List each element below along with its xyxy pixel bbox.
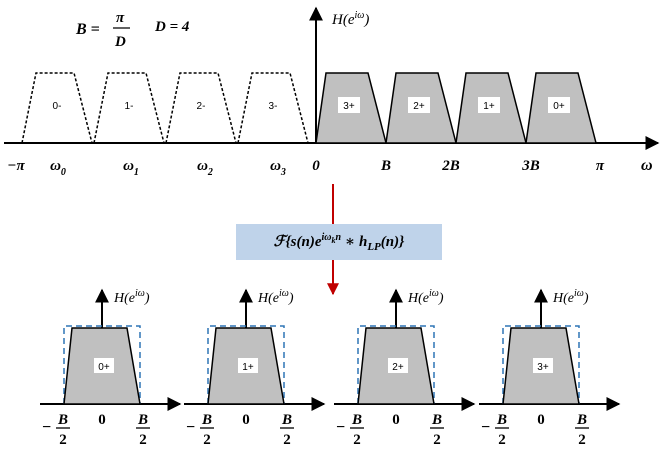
param-b-denominator: D: [114, 34, 126, 50]
svg-text:2: 2: [498, 432, 506, 448]
param-d: D = 4: [154, 19, 190, 35]
svg-text:−: −: [481, 419, 490, 436]
top-tick-3: ω2: [197, 158, 213, 178]
transform-formula: ℱ{s(n)eiωkn ∗ hLP(n)}: [273, 231, 405, 253]
svg-text:−: −: [186, 419, 195, 436]
top-y-label: H(eiω): [331, 10, 369, 28]
svg-text:−: −: [336, 419, 345, 436]
band-label: 2-: [197, 101, 206, 112]
svg-text:2: 2: [433, 432, 441, 448]
tick-zero: 0: [537, 412, 545, 428]
band-positive-3: 0+: [525, 72, 597, 144]
band-label: 2+: [392, 362, 404, 373]
svg-text:B: B: [351, 412, 362, 428]
top-tick-6: B: [380, 158, 391, 174]
band-label: 3-: [269, 101, 278, 112]
tick-minus-b-over-2: −B 2: [42, 412, 70, 448]
svg-text:2: 2: [283, 432, 291, 448]
band-positive-2: 1+: [455, 72, 527, 144]
svg-text:B: B: [576, 412, 587, 428]
svg-text:2: 2: [203, 432, 211, 448]
svg-text:B: B: [281, 412, 292, 428]
panel-y-label: H(eiω): [552, 288, 589, 306]
top-tick-9: π: [596, 158, 605, 174]
tick-b-over-2: B2: [575, 412, 589, 448]
top-tick-4: ω3: [270, 158, 286, 178]
negative-frequency-bands: 0- 1- 2- 3-: [21, 72, 309, 144]
band-label: 1-: [125, 101, 134, 112]
top-tick-1: ω0: [50, 158, 66, 178]
tick-b-over-2: B2: [430, 412, 444, 448]
ideal-filter-outline: [63, 325, 141, 404]
panel-y-label: H(eiω): [113, 288, 150, 306]
ideal-filter-outline: [357, 325, 435, 404]
svg-text:B: B: [201, 412, 212, 428]
top-tick-7: 2B: [441, 158, 460, 174]
band-negative-0: 0-: [21, 72, 93, 144]
tick-zero: 0: [98, 412, 106, 428]
tick-minus-b-over-2: −B 2: [336, 412, 364, 448]
top-tick-8: 3B: [521, 158, 540, 174]
svg-text:2: 2: [578, 432, 586, 448]
top-tick-5: 0: [312, 158, 320, 174]
param-b-numerator: π: [116, 10, 125, 26]
tick-minus-b-over-2: −B 2: [186, 412, 214, 448]
svg-text:−: −: [42, 419, 51, 436]
svg-text:B: B: [496, 412, 507, 428]
top-tick-0: −π: [7, 158, 25, 174]
tick-zero: 0: [242, 412, 250, 428]
top-x-label: ω: [641, 157, 653, 174]
svg-text:B: B: [57, 412, 68, 428]
ideal-filter-outline: [207, 325, 285, 404]
band-label: 0-: [53, 101, 62, 112]
svg-text:B: B: [137, 412, 148, 428]
transform-formula-box: ℱ{s(n)eiωkn ∗ hLP(n)}: [236, 224, 442, 260]
svg-text:B: B: [431, 412, 442, 428]
svg-text:2: 2: [59, 432, 67, 448]
band-label: 0+: [553, 101, 565, 112]
param-b: B = π D: [75, 10, 130, 50]
band-label: 1+: [483, 101, 495, 112]
ideal-filter-outline: [502, 325, 580, 404]
panel-y-label: H(eiω): [257, 288, 294, 306]
tick-b-over-2: B2: [280, 412, 294, 448]
positive-frequency-bands: 3+ 2+ 1+ 0+: [315, 72, 597, 144]
band-label: 2+: [413, 101, 425, 112]
band-negative-2: 2-: [165, 72, 237, 144]
tick-b-over-2: B2: [136, 412, 150, 448]
band-label: 1+: [242, 362, 254, 373]
top-tick-labels: −π ω0 ω1 ω2 ω3 0 B 2B 3B π: [7, 158, 605, 178]
band-positive-0: 3+: [315, 72, 387, 144]
band-negative-1: 1-: [93, 72, 165, 144]
tick-zero: 0: [392, 412, 400, 428]
svg-text:2: 2: [139, 432, 147, 448]
param-b-lhs: B =: [75, 21, 100, 38]
band-negative-3: 3-: [237, 72, 309, 144]
band-label: 3+: [343, 101, 355, 112]
svg-text:2: 2: [353, 432, 361, 448]
tick-minus-b-over-2: −B 2: [481, 412, 509, 448]
band-label: 3+: [537, 362, 549, 373]
panel-y-label: H(eiω): [407, 288, 444, 306]
top-spectrum: B = π D D = 4 H(eiω) 0- 1- 2- 3- 3+ 2+ 1+ 0+ −…: [4, 6, 660, 178]
band-label: 0+: [98, 362, 110, 373]
band-positive-1: 2+: [385, 72, 457, 144]
top-tick-2: ω1: [123, 158, 139, 178]
